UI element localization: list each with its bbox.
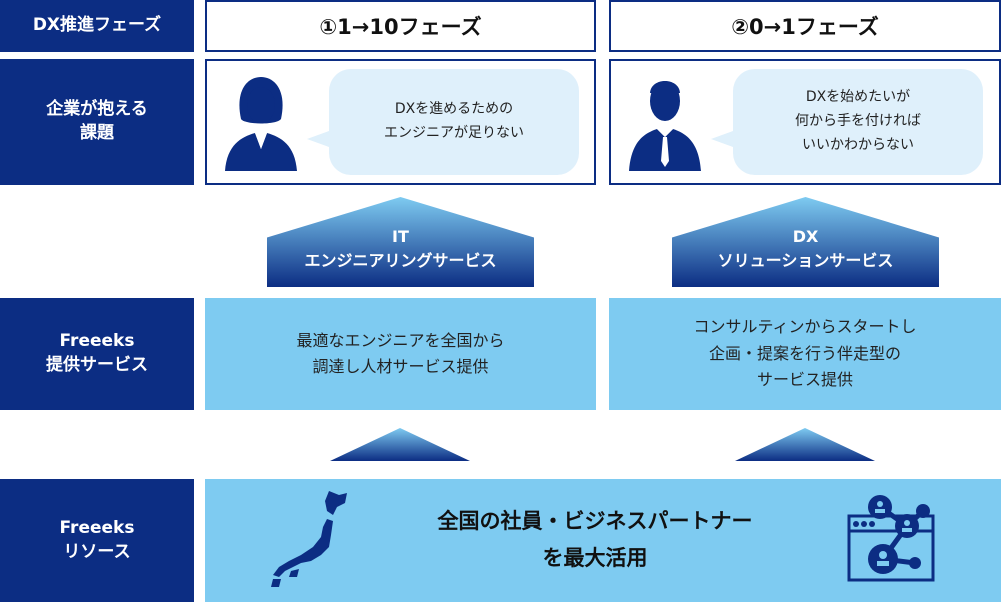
japan-map-icon: [271, 491, 347, 587]
row-label-challenge: 企業が抱える 課題: [0, 59, 194, 185]
row-label-phase: DX推進フェーズ: [0, 0, 194, 52]
row-label-service: Freeeks 提供サービス: [0, 298, 194, 410]
challenge-card-1: DXを進めるための エンジニアが足りない: [205, 59, 596, 185]
resource-box: 全国の社員・ビジネスパートナー を最大活用: [205, 479, 1001, 602]
resource-text: 全国の社員・ビジネスパートナー を最大活用: [437, 509, 753, 570]
it-engineering-arrow: IT エンジニアリングサービス: [267, 197, 534, 287]
female-person-icon: [225, 77, 297, 171]
male-person-icon: [629, 81, 701, 171]
speech-bubble-2: DXを始めたいが 何から手を付ければ いいかわからない: [733, 69, 983, 175]
up-arrow-1: [330, 428, 470, 461]
phase-2-header: ②0→1フェーズ: [609, 0, 1001, 52]
row-label-resource: Freeeks リソース: [0, 479, 194, 602]
phase-1-header: ①1→10フェーズ: [205, 0, 596, 52]
up-arrow-2: [735, 428, 875, 461]
service-box-1: 最適なエンジニアを全国から 調達し人材サービス提供: [205, 298, 596, 410]
challenge-card-2: DXを始めたいが 何から手を付ければ いいかわからない: [609, 59, 1001, 185]
speech-bubble-1: DXを進めるための エンジニアが足りない: [329, 69, 579, 175]
dx-solution-arrow: DX ソリューションサービス: [672, 197, 939, 287]
network-people-icon: [847, 495, 935, 582]
service-box-2: コンサルティンからスタートし 企画・提案を行う伴走型の サービス提供: [609, 298, 1001, 410]
